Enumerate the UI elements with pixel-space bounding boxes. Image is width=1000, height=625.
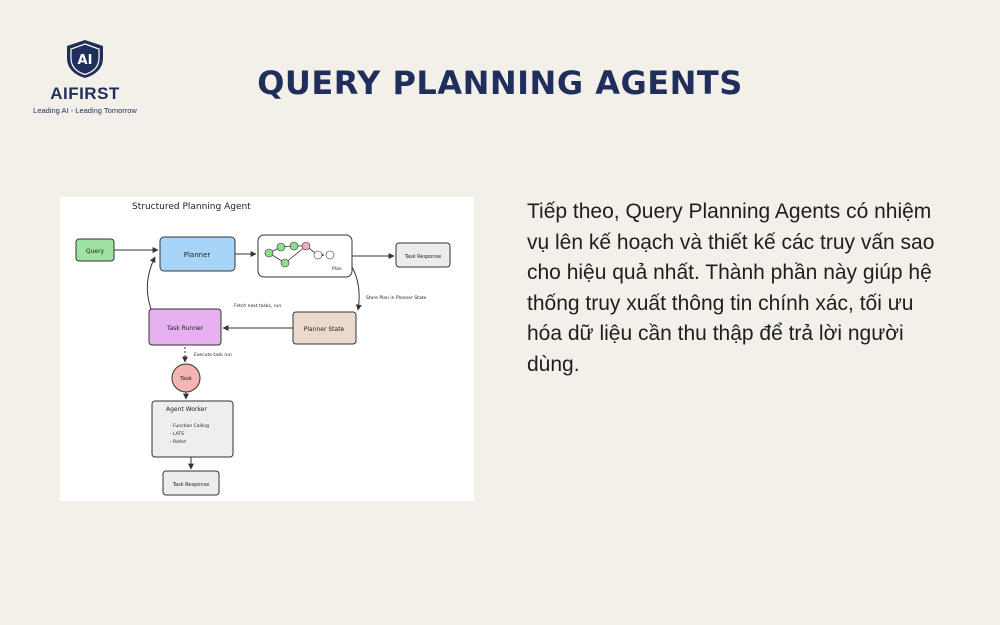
- plan-graph-icon: [264, 241, 335, 268]
- brand-logo: AI AIFIRST Leading AI - Leading Tomorrow: [30, 38, 140, 115]
- shield-logo-icon: AI: [67, 40, 103, 78]
- edge-label-fetch-next: Fetch next tasks, run: [234, 303, 281, 309]
- task-node-label: Task: [179, 376, 193, 382]
- page-title: QUERY PLANNING AGENTS: [257, 64, 743, 102]
- plan-node-label: Plan: [332, 266, 342, 272]
- agent-worker-item: - ReAct: [170, 439, 186, 445]
- task-response-bottom-node: [162, 470, 220, 496]
- planner-state-label: Planner State: [304, 326, 345, 333]
- brand-name: AIFIRST: [50, 84, 120, 103]
- edge-label-store-plan: Store Plan in Planner State: [366, 295, 426, 301]
- brand-tagline: Leading AI - Leading Tomorrow: [33, 106, 137, 115]
- task-runner-node: [148, 308, 222, 346]
- agent-worker-label: Agent Worker: [166, 406, 207, 413]
- structured-planning-agent-diagram: Structured Planning Agent Query Planner …: [75, 202, 451, 496]
- logo-mark-text: AI: [78, 53, 93, 68]
- agent-worker-item: - LATS: [170, 431, 184, 437]
- edge-label-execute-task: Execute task run: [194, 352, 232, 358]
- agent-worker-node: [151, 400, 234, 458]
- diagram-panel: Structured Planning Agent Query Planner …: [60, 197, 474, 501]
- task-response-bottom-label: Task Response: [172, 482, 209, 488]
- diagram-title: Structured Planning Agent: [132, 202, 251, 212]
- agent-worker-item: - Function Calling: [170, 423, 209, 429]
- task-response-top-label: Task Response: [404, 254, 441, 260]
- description-text: Tiếp theo, Query Planning Agents có nhiệ…: [527, 200, 935, 376]
- task-runner-label: Task Runner: [166, 325, 204, 332]
- diagram-arrows: [114, 247, 395, 470]
- task-response-top-node: [395, 242, 451, 268]
- planner-node-label: Planner: [184, 251, 211, 259]
- query-node-label: Query: [86, 248, 105, 255]
